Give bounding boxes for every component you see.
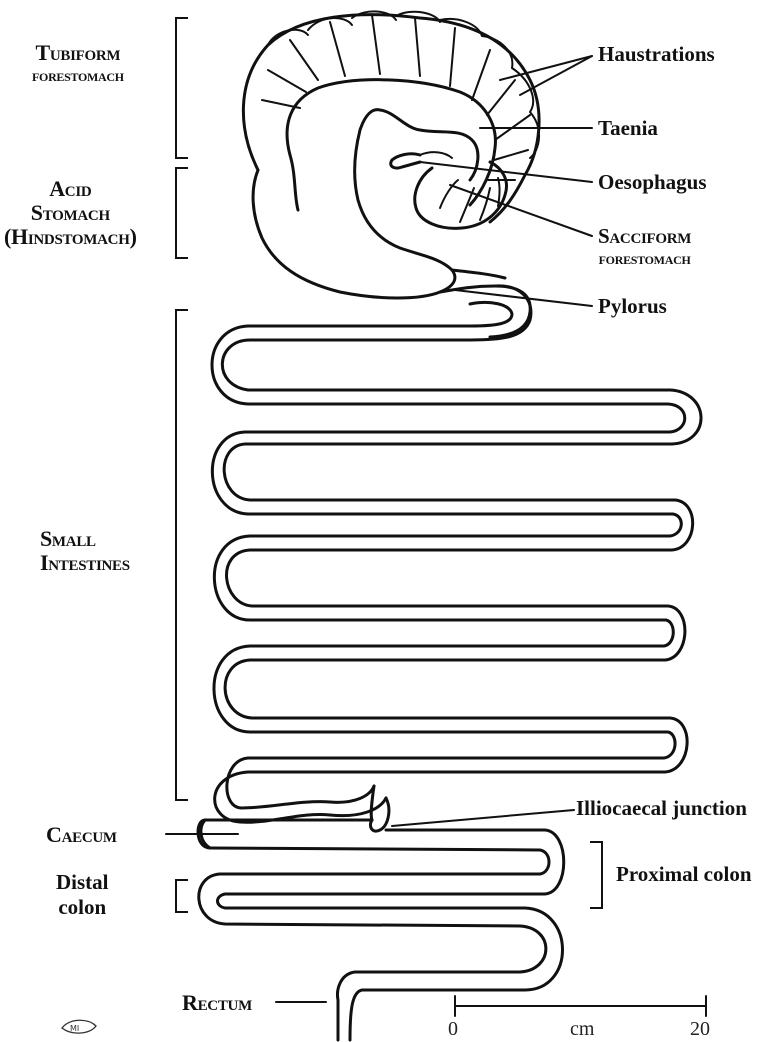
label-rectum: Rectum [182,992,252,1014]
label-tubiform-line2: forestomach [32,67,124,84]
leader-lines [166,56,592,1002]
label-distal-line2: colon [56,897,109,918]
label-proximal-colon: Proximal colon [616,864,752,885]
label-pylorus: Pylorus [598,296,667,317]
scale-bar [455,996,706,1016]
label-oesophagus: Oesophagus [598,172,707,193]
label-sacciform-line2: forestomach [598,250,691,267]
stomach-drawing [243,11,539,337]
label-tubiform-line1: Tubiform [32,42,124,64]
label-acid-line3: (Hindstomach) [4,226,137,248]
label-acid-stomach: Acid Stomach (Hindstomach) [4,178,137,248]
label-small-line2: Intestines [40,552,130,574]
label-small-line1: Small [40,528,130,550]
scale-start: 0 [448,1018,458,1041]
label-haustrations: Haustrations [598,44,715,65]
artist-signature: MI [62,1020,96,1033]
colon-drawing [198,786,564,1040]
label-tubiform-forestomach: Tubiform forestomach [32,42,124,84]
label-sacciform-forestomach: Sacciform forestomach [598,226,691,267]
label-caecum: Caecum [46,824,117,846]
scale-unit: cm [570,1018,594,1041]
label-acid-line1: Acid [4,178,137,200]
label-illiocaecal-junction: Illiocaecal junction [576,798,747,819]
label-acid-line2: Stomach [4,202,137,224]
label-distal-colon: Distal colon [56,872,109,918]
svg-text:MI: MI [70,1024,79,1033]
label-distal-line1: Distal [56,872,109,893]
small-intestine-drawing [212,286,701,822]
scale-end: 20 [690,1018,710,1041]
region-brackets [176,18,602,912]
label-taenia: Taenia [598,118,658,139]
label-sacciform-line1: Sacciform [598,226,691,247]
label-small-intestines: Small Intestines [40,528,130,574]
